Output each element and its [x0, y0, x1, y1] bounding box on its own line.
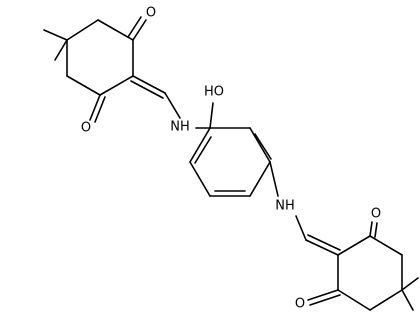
bond [209, 102, 214, 129]
atom-label-o-bottom-left-lower: O [295, 297, 305, 312]
carbonyl-top-right [127, 16, 147, 41]
bond [97, 19, 134, 41]
atom-label-oh: HO [204, 85, 224, 100]
ring-top-dimedone [66, 19, 134, 96]
ring-bottom-dimedone [337, 235, 403, 311]
double-bond [127, 16, 142, 38]
atom-label-nh-left: NH [170, 120, 190, 135]
methyl-bond [401, 277, 419, 291]
bond [189, 127, 211, 163]
carbonyl-top-left [89, 94, 106, 123]
double-bond [94, 96, 106, 123]
bond [337, 235, 371, 256]
double-bond [307, 234, 341, 251]
carbonyl-bottom-right-upper [369, 221, 378, 238]
double-bond [307, 289, 339, 301]
bond [269, 161, 279, 197]
gem-dimethyl-top [43, 29, 68, 61]
double-bond [130, 80, 164, 99]
bond [99, 75, 134, 96]
atom-label-o-top-right: O [146, 6, 156, 21]
double-bond [89, 94, 101, 121]
bond [337, 289, 371, 311]
aromatic-inner-bond [254, 133, 272, 160]
exocyclic-vinyl-bottom [305, 234, 341, 256]
bond [66, 19, 99, 41]
double-bond [132, 19, 147, 41]
exocyclic-vinyl-top [130, 75, 181, 119]
double-bond [369, 221, 373, 237]
atom-label-nh-right: NH [275, 199, 295, 214]
methyl-bond [43, 29, 68, 41]
bond [189, 161, 211, 197]
methyl-bond [401, 289, 414, 311]
double-bond [309, 294, 341, 306]
bond [369, 235, 403, 256]
double-bond [374, 222, 378, 238]
bond [249, 161, 271, 197]
double-bond [305, 239, 339, 256]
bond [295, 215, 307, 241]
double-bond [132, 75, 166, 94]
gem-dimethyl-bottom [401, 277, 419, 311]
atom-label-o-top-left: O [81, 121, 91, 136]
carbonyl-bottom-left-lower [307, 289, 341, 306]
methyl-bond [54, 39, 68, 61]
atom-label-o-bottom-right-upper: O [371, 207, 381, 222]
bond [369, 289, 403, 311]
bond [164, 92, 181, 119]
bond [249, 127, 271, 163]
bond [66, 75, 101, 96]
benzene-ring [189, 127, 272, 197]
aromatic-inner-bond [194, 136, 212, 164]
